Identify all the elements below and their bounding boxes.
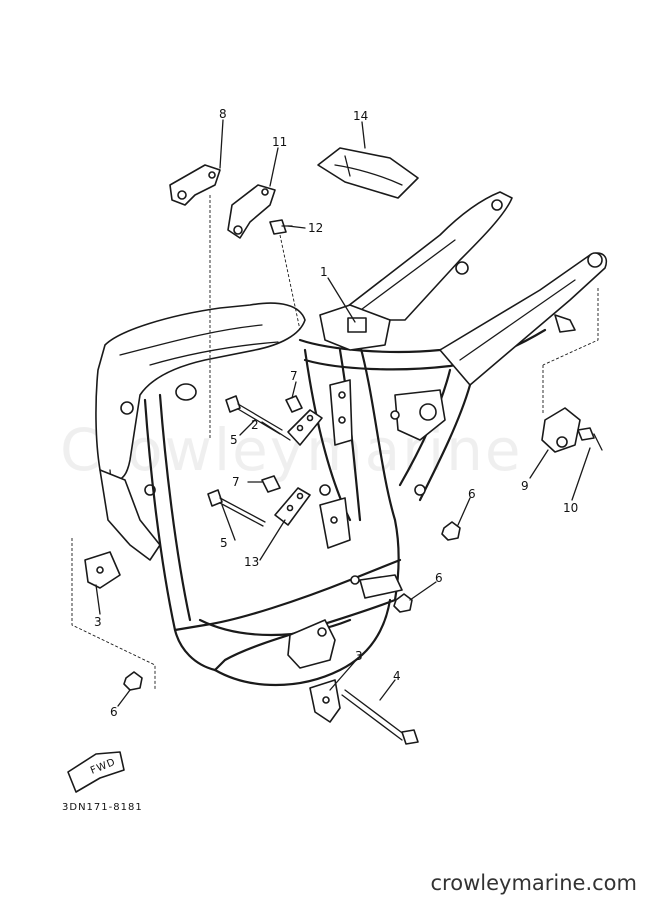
part-5-bolt-lower (207, 489, 266, 527)
callout-12: 12 (308, 221, 323, 235)
callout-10: 10 (563, 501, 578, 515)
callout-11: 11 (272, 135, 287, 149)
part-9-mount (541, 407, 581, 453)
callout-8: 8 (219, 107, 227, 121)
diagram-code: 3DN171-8181 (62, 802, 143, 813)
part-8-bracket (169, 164, 221, 206)
part-10-bolt (577, 427, 603, 451)
callout-3-bottom: 3 (355, 649, 363, 663)
callout-leaders (95, 119, 591, 707)
callout-2: 2 (251, 418, 259, 432)
part-4-long-bolt (341, 689, 419, 745)
callout-5-lower: 5 (220, 536, 228, 550)
callout-9: 9 (521, 479, 529, 493)
fwd-direction-arrow: FWD (67, 751, 125, 793)
callout-7-lower: 7 (232, 475, 240, 489)
part-11-bracket (227, 184, 276, 239)
dashed-leader-lines (71, 195, 599, 690)
callout-6-middle: 6 (435, 571, 443, 585)
part-7-bolt-lower (261, 475, 281, 493)
part-14-pad (317, 147, 419, 199)
callout-3-left: 3 (94, 615, 102, 629)
callout-13: 13 (244, 555, 259, 569)
callout-1: 1 (320, 265, 328, 279)
part-12-bolt (269, 219, 293, 235)
callout-7-upper: 7 (290, 369, 298, 383)
part-5-bolt-upper (225, 395, 283, 435)
part-3-bracket-left (84, 551, 121, 589)
callout-labels: 1 2 3 3 4 5 5 6 6 6 7 7 8 9 10 11 12 13 … (94, 107, 578, 719)
callout-6-right: 6 (468, 487, 476, 501)
callout-4: 4 (393, 669, 401, 683)
part-6-nut-middle (393, 593, 413, 613)
part-3-bracket-bottom (309, 679, 341, 723)
part-13-plate (274, 487, 311, 526)
callout-14: 14 (353, 109, 368, 123)
part-6-nut-right (441, 521, 461, 541)
part-6-nut-left (123, 671, 143, 691)
part-2-plate (287, 409, 323, 446)
part-7-bolt-upper (285, 395, 303, 413)
callout-5-upper: 5 (230, 433, 238, 447)
main-frame-illustration (95, 191, 608, 687)
site-label: crowleymarine.com (430, 871, 637, 895)
callout-6-left: 6 (110, 705, 118, 719)
